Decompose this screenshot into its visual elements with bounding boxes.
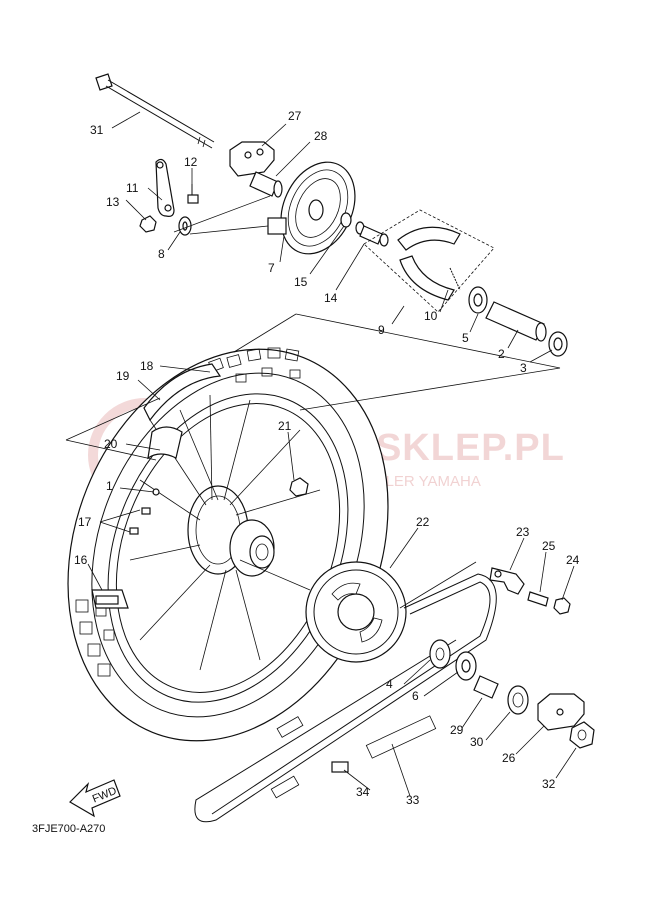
collar-29 [473,675,499,699]
callout-33: 33 [406,793,420,807]
nut-13 [139,215,157,233]
chain-adjuster-right-26 [537,693,585,731]
nut-24 [553,597,571,615]
bolt-12 [187,184,199,204]
collar-28 [249,171,283,198]
axle-nut-32 [569,721,595,749]
callout-25: 25 [542,539,556,553]
callout-16: 16 [74,553,88,567]
callout-27: 27 [288,109,302,123]
callout-18: 18 [140,359,154,373]
callout-9: 9 [378,323,385,337]
callout-8: 8 [158,247,165,261]
cover-3 [548,331,568,357]
callout-26: 26 [502,751,516,765]
callout-15: 15 [294,275,308,289]
callout-32: 32 [542,777,556,791]
callout-12: 12 [184,155,198,169]
brake-camshaft-lever [155,158,175,217]
callout-20: 20 [104,437,118,451]
callout-21: 21 [278,419,292,433]
callout-34: 34 [356,785,370,799]
callout-31: 31 [90,123,104,137]
brake-shoe-kit [363,209,495,313]
callout-14: 14 [324,291,338,305]
callout-labels: 31 27 28 12 11 13 8 7 15 14 9 10 5 2 3 1… [74,109,580,807]
rear-wheel-assembly [67,347,389,742]
brake-camshaft-14 [355,221,389,247]
brake-shoe-plate [267,161,356,255]
callout-30: 30 [470,735,484,749]
chain-joint-34 [331,761,349,773]
seal-30 [507,685,529,715]
callout-22: 22 [416,515,430,529]
callout-24: 24 [566,553,580,567]
roller-4 [429,639,451,669]
callout-10: 10 [424,309,438,323]
rear-sprocket [305,561,407,663]
callout-17: 17 [78,515,92,529]
bolt-25 [527,591,549,607]
chain-link-segment [270,715,437,799]
callout-4: 4 [386,677,393,691]
chain-adjuster-left [229,141,275,177]
collar-2 [485,301,547,342]
callout-19: 19 [116,369,130,383]
callout-5: 5 [462,331,469,345]
forward-direction-arrow: FWD [69,779,121,818]
rear-axle [95,73,215,149]
diagram-code: 3FJE700-A270 [32,823,105,835]
callout-13: 13 [106,195,120,209]
chain-puller-23 [489,567,525,595]
callout-1: 1 [106,479,113,493]
callout-28: 28 [314,129,328,143]
drive-chain [194,573,497,823]
callout-7: 7 [268,261,275,275]
bearing-6 [455,651,477,681]
callout-23: 23 [516,525,530,539]
oil-seal-15 [340,212,352,228]
assembly-outline [65,195,561,609]
callout-3: 3 [520,361,527,375]
leader-lines [87,111,577,797]
callout-6: 6 [412,689,419,703]
callout-11: 11 [126,181,139,195]
callout-29: 29 [450,723,464,737]
bearing-5 [468,286,488,314]
callout-2: 2 [498,347,505,361]
